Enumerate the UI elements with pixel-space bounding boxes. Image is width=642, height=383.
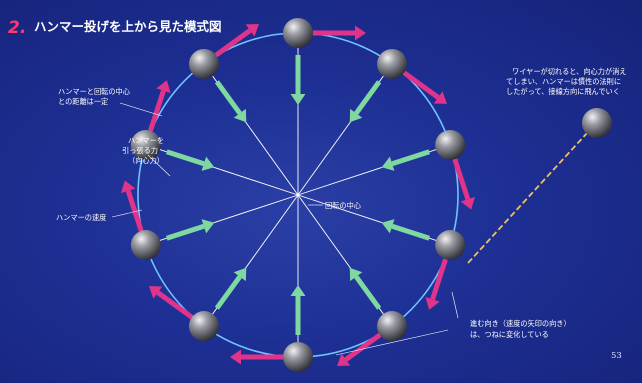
hammer-ball	[377, 48, 408, 79]
page-number: 53	[611, 351, 622, 361]
force-arrow	[349, 80, 382, 123]
direction-label-line2: は、つねに変化している	[470, 330, 549, 339]
title-number: 2.	[8, 18, 26, 38]
velocity-leader-line	[111, 209, 143, 218]
force-label-line1: ハンマーを	[128, 136, 164, 145]
force-arrow	[165, 219, 215, 241]
hammer-ball	[283, 18, 313, 48]
tangent-wire-line	[467, 131, 589, 264]
direction-leader-line-1	[335, 329, 449, 356]
force-arrow	[381, 219, 431, 241]
hammer-ball	[435, 129, 466, 160]
hammer-ball	[130, 230, 161, 261]
force-arrow	[349, 267, 382, 310]
force-arrow	[290, 55, 306, 105]
velocity-arrow	[313, 25, 366, 41]
velocity-arrow	[148, 286, 194, 320]
velocity-arrow	[425, 258, 448, 310]
hammer-ball	[377, 311, 408, 342]
center-label: 回転の中心	[325, 201, 361, 210]
hammer-ball	[188, 311, 219, 342]
force-label-line3: （向心力）	[128, 156, 164, 165]
velocity-arrow	[402, 70, 448, 104]
force-arrow	[381, 149, 431, 171]
wire-label-line3: したがって、接線方向に飛んでいく	[506, 87, 620, 96]
hammer-ball	[188, 48, 219, 79]
hammer-balls	[130, 18, 466, 372]
hammer-ball	[130, 129, 161, 160]
force-arrow	[165, 149, 215, 171]
velocity-arrow	[214, 23, 259, 58]
wire-label-line1: ワイヤーが切れると、向心力が消え	[512, 67, 627, 76]
wire-label-line2: てしまい、ハンマーは慣性の法則に	[506, 77, 621, 86]
velocity-arrow	[452, 158, 475, 210]
centripetal-force-arrows	[165, 55, 431, 335]
distance-leader-line	[119, 102, 163, 117]
hammer-ball	[283, 342, 313, 372]
direction-label-line1: 進む向き（速度の矢印の向き）	[470, 319, 571, 328]
velocity-arrow	[230, 349, 283, 365]
page-title: ハンマー投げを上から見た模式図	[34, 19, 222, 34]
distance-label-line2: との距離は一定	[58, 97, 108, 106]
force-arrow	[214, 80, 247, 123]
force-arrow	[290, 285, 306, 335]
velocity-arrow	[121, 180, 144, 232]
distance-label-line1: ハンマーと回転の中心	[58, 87, 130, 96]
direction-leader-line-2	[451, 291, 459, 319]
velocity-arrows	[121, 23, 475, 367]
velocity-label: ハンマーの速度	[56, 213, 106, 222]
force-label-line2: 引っ張る力	[122, 146, 158, 155]
hammer-ball	[435, 230, 466, 261]
force-arrow	[214, 267, 247, 310]
force-leader-line	[147, 154, 171, 177]
released-hammer-ball	[582, 108, 612, 138]
velocity-arrow	[148, 80, 171, 132]
velocity-arrow	[337, 332, 382, 367]
